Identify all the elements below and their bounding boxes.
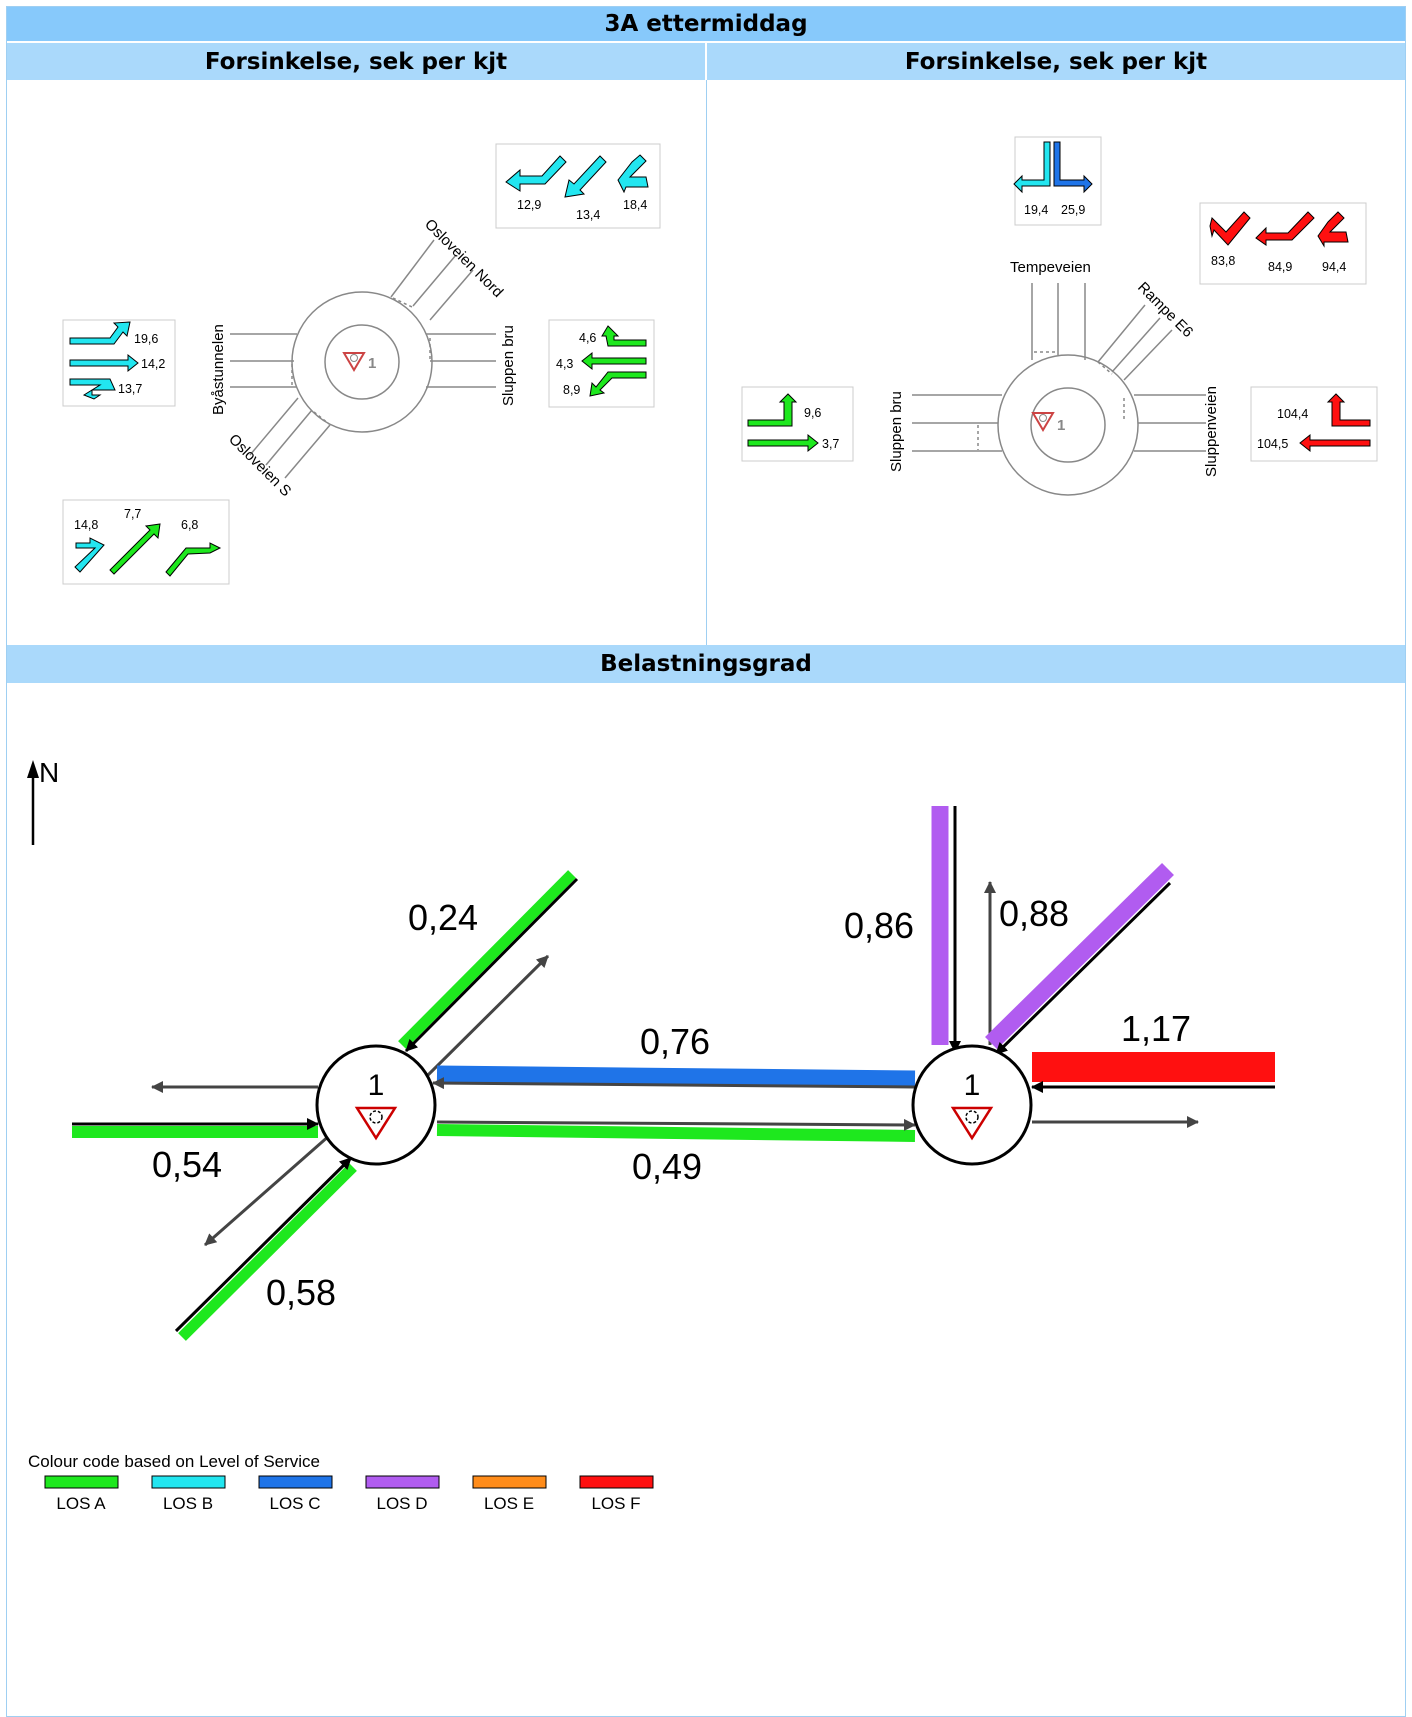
delay-left-ne-2: 18,4 xyxy=(623,198,647,212)
delay-box-right-e: 104,4 104,5 xyxy=(1250,386,1378,462)
delay-right-ne-1: 84,9 xyxy=(1268,260,1292,274)
road-name-tempeveien: Tempeveien xyxy=(1010,259,1091,276)
delay-right-ne-0: 83,8 xyxy=(1211,254,1235,268)
delay-right-w-0: 9,6 xyxy=(804,406,821,420)
delay-box-left-ne: 12,9 13,4 18,4 xyxy=(495,143,661,229)
north-arrow: N xyxy=(27,757,59,845)
legend-swatch-los-f xyxy=(579,1475,654,1489)
delay-box-right-n: 19,4 25,9 xyxy=(1013,136,1102,226)
delay-left-e-0: 4,6 xyxy=(579,331,596,345)
delay-left-e-1: 4,3 xyxy=(556,357,573,371)
delay-left-ne-1: 13,4 xyxy=(576,208,600,222)
delay-box-left-e: 4,6 4,3 8,9 xyxy=(548,319,655,408)
right-roundabout-diagram: 1 Tempeveien Rampe E6 Sluppen bru Sluppe… xyxy=(888,259,1220,496)
delay-right-e-1: 104,5 xyxy=(1257,437,1288,451)
legend-title: Colour code based on Level of Service xyxy=(28,1452,320,1471)
delay-right-n-0: 19,4 xyxy=(1024,203,1048,217)
legend-label-los-a: LOS A xyxy=(56,1494,106,1513)
delay-left-ne-0: 12,9 xyxy=(517,198,541,212)
load-left-w: 0,54 xyxy=(152,1144,222,1185)
delay-box-right-w: 9,6 3,7 xyxy=(741,386,854,462)
left-roundabout-diagram: 1 Byåstunnelen Sluppen bru Osloveien Nor… xyxy=(210,216,517,500)
load-node-right-label: 1 xyxy=(964,1069,981,1102)
los-legend: Colour code based on Level of Service LO… xyxy=(28,1452,654,1513)
load-right-ne: 0,88 xyxy=(999,893,1069,934)
delay-box-left-w: 19,6 14,2 13,7 xyxy=(62,319,176,407)
load-node-left: 1 xyxy=(315,1044,437,1166)
load-right-e: 1,17 xyxy=(1121,1008,1191,1049)
legend-label-los-b: LOS B xyxy=(163,1494,213,1513)
delay-left-sw-0: 14,8 xyxy=(74,518,98,532)
load-node-right: 1 xyxy=(911,1044,1033,1166)
left-node-label: 1 xyxy=(368,355,376,372)
right-node-label: 1 xyxy=(1057,417,1065,434)
delay-left-sw-1: 7,7 xyxy=(124,507,141,521)
load-left-sw: 0,58 xyxy=(266,1272,336,1313)
delay-left-w-1: 14,2 xyxy=(141,357,165,371)
delay-right-e-0: 104,4 xyxy=(1277,407,1308,421)
delay-right-ne-2: 94,4 xyxy=(1322,260,1346,274)
delay-right-n-1: 25,9 xyxy=(1061,203,1085,217)
delay-left-w-2: 13,7 xyxy=(118,382,142,396)
legend-label-los-f: LOS F xyxy=(591,1494,640,1513)
legend-swatch-los-c xyxy=(258,1475,333,1489)
legend-swatch-los-a xyxy=(44,1475,119,1489)
load-node-left-label: 1 xyxy=(368,1069,385,1102)
north-label: N xyxy=(39,757,59,788)
legend-swatch-los-d xyxy=(365,1475,440,1489)
road-name-rampe-e6: Rampe E6 xyxy=(1134,279,1196,341)
delay-left-w-0: 19,6 xyxy=(134,332,158,346)
road-name-sluppen-bru-right: Sluppen bru xyxy=(888,391,905,472)
page-title: 3A ettermiddag xyxy=(7,7,1405,41)
load-left-ne: 0,24 xyxy=(408,897,478,938)
road-name-byastunnelen: Byåstunnelen xyxy=(210,324,227,415)
legend-label-los-e: LOS E xyxy=(484,1494,534,1513)
delay-box-left-sw: 14,8 7,7 6,8 xyxy=(62,499,230,585)
left-node-links xyxy=(72,870,579,1341)
road-name-sluppenveien: Sluppenveien xyxy=(1203,386,1220,477)
road-name-osloveien-s: Osloveien S xyxy=(225,431,294,500)
right-node-links xyxy=(931,806,1275,1128)
legend-swatch-los-b xyxy=(151,1475,226,1489)
legend-label-los-c: LOS C xyxy=(269,1494,320,1513)
road-name-osloveien-nord: Osloveien Nord xyxy=(421,216,506,301)
panel-divider xyxy=(706,80,707,645)
right-panel-title: Forsinkelse, sek per kjt xyxy=(707,43,1405,80)
inter-node-links xyxy=(432,1065,916,1142)
delay-left-e-2: 8,9 xyxy=(563,383,580,397)
road-name-sluppen-bru-left: Sluppen bru xyxy=(500,325,517,406)
delay-left-sw-2: 6,8 xyxy=(181,518,198,532)
load-section-title: Belastningsgrad xyxy=(7,645,1405,683)
legend-label-los-d: LOS D xyxy=(376,1494,427,1513)
load-link-top: 0,76 xyxy=(640,1021,710,1062)
delay-right-w-1: 3,7 xyxy=(822,437,839,451)
left-panel-title: Forsinkelse, sek per kjt xyxy=(7,43,705,80)
delay-box-right-ne: 83,8 84,9 94,4 xyxy=(1199,202,1367,285)
legend-swatch-los-e xyxy=(472,1475,547,1489)
load-link-bottom: 0,49 xyxy=(632,1146,702,1187)
load-right-n: 0,86 xyxy=(844,905,914,946)
